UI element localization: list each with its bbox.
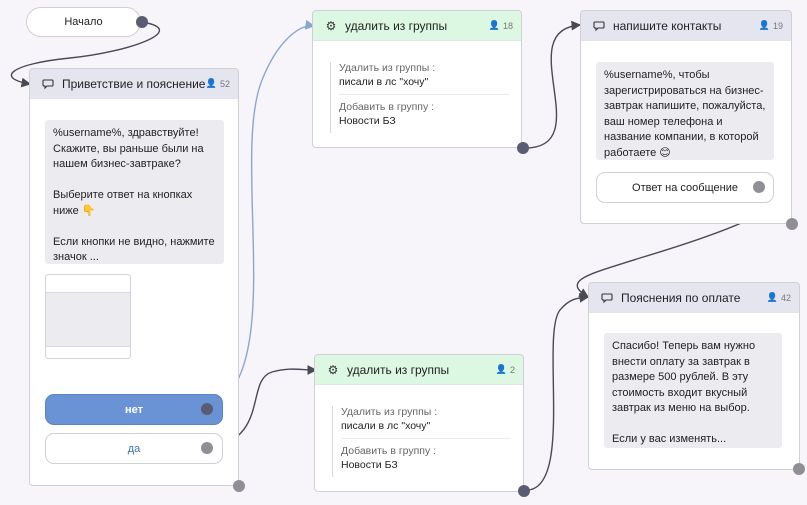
button-yes-handle[interactable] [201, 442, 213, 454]
subscriber-count: 👤42 [767, 292, 791, 303]
node-contacts-header[interactable]: напишите контакты 👤19 [581, 11, 791, 41]
subscriber-count: 👤19 [759, 20, 783, 31]
start-node[interactable]: Начало [26, 7, 141, 37]
wire-remove2-to-payment [523, 292, 590, 491]
subscriber-count: 👤52 [206, 78, 230, 89]
add-label: Добавить в группу : [339, 101, 435, 113]
person-icon: 👤 [495, 364, 507, 374]
node-payment-title: Пояснения по оплате [621, 290, 741, 305]
person-icon: 👤 [766, 292, 778, 302]
node-remove-group-1-output-handle[interactable] [517, 142, 529, 154]
node-payment-output-handle[interactable] [793, 463, 805, 475]
start-output-handle[interactable] [136, 16, 148, 28]
remove-value: писали в лс "хочу" [341, 420, 431, 432]
node-remove-group-1[interactable]: ⚙ удалить из группы 👤18 Удалить из групп… [312, 10, 522, 148]
button-reply[interactable]: Ответ на сообщение [596, 172, 774, 203]
contacts-message: %username%, чтобы зарегистрироваться на … [596, 62, 774, 160]
speech-bubble-icon [591, 20, 607, 32]
node-greeting-title: Приветствие и пояснение [62, 76, 206, 91]
node-greeting-output-handle[interactable] [233, 480, 245, 492]
person-icon: 👤 [488, 20, 500, 30]
button-no-handle[interactable] [201, 403, 213, 415]
node-remove-group-2-header[interactable]: ⚙ удалить из группы 👤2 [315, 355, 523, 385]
subscriber-count-value: 42 [780, 292, 791, 303]
add-label: Добавить в группу : [341, 445, 437, 457]
gears-icon: ⚙ [327, 362, 339, 377]
node-remove-group-2-output-handle[interactable] [518, 485, 530, 497]
greeting-message: %username%, здравствуйте! Скажите, вы ра… [45, 120, 224, 264]
button-yes-label: да [127, 442, 141, 455]
wire-remove1-to-contacts [522, 20, 582, 149]
gears-icon: ⚙ [325, 18, 337, 33]
subscriber-count-value: 2 [509, 364, 515, 375]
subscriber-count-value: 52 [219, 78, 230, 89]
add-value: Новости БЗ [341, 459, 398, 471]
node-remove-group-2-title: удалить из группы [347, 362, 450, 377]
button-no-label: нет [124, 403, 143, 416]
speech-bubble-icon [599, 292, 615, 304]
subscriber-count-value: 19 [772, 20, 783, 31]
subscriber-count-value: 18 [502, 20, 513, 31]
subscriber-count: 👤2 [496, 364, 515, 375]
node-remove-group-1-header[interactable]: ⚙ удалить из группы 👤18 [313, 11, 521, 41]
button-reply-handle[interactable] [753, 181, 765, 193]
node-payment-header[interactable]: Пояснения по оплате 👤42 [589, 283, 799, 313]
node-remove-group-2[interactable]: ⚙ удалить из группы 👤2 Удалить из группы… [314, 354, 524, 492]
button-yes[interactable]: да [45, 433, 223, 464]
node-greeting-header[interactable]: Приветствие и пояснение 👤52 [30, 69, 238, 99]
button-reply-label: Ответ на сообщение [632, 181, 738, 194]
action-details: Удалить из группы : писали в лс "хочу" Д… [330, 62, 509, 133]
action-details: Удалить из группы : писали в лс "хочу" Д… [332, 406, 511, 477]
node-contacts-output-handle[interactable] [786, 218, 798, 230]
speech-bubble-icon [40, 78, 56, 90]
node-contacts-title: напишите контакты [613, 18, 722, 33]
subscriber-count: 👤18 [489, 20, 513, 31]
button-no[interactable]: нет [45, 394, 223, 425]
add-value: Новости БЗ [339, 115, 396, 127]
person-icon: 👤 [758, 20, 770, 30]
start-label: Начало [64, 16, 103, 28]
remove-value: писали в лс "хочу" [339, 76, 429, 88]
payment-message: Спасибо! Теперь вам нужно внести оплату … [604, 333, 782, 448]
node-remove-group-1-title: удалить из группы [345, 18, 448, 33]
remove-label: Удалить из группы : [341, 406, 438, 418]
person-icon: 👤 [205, 78, 217, 88]
image-placeholder [45, 274, 131, 359]
remove-label: Удалить из группы : [339, 62, 436, 74]
